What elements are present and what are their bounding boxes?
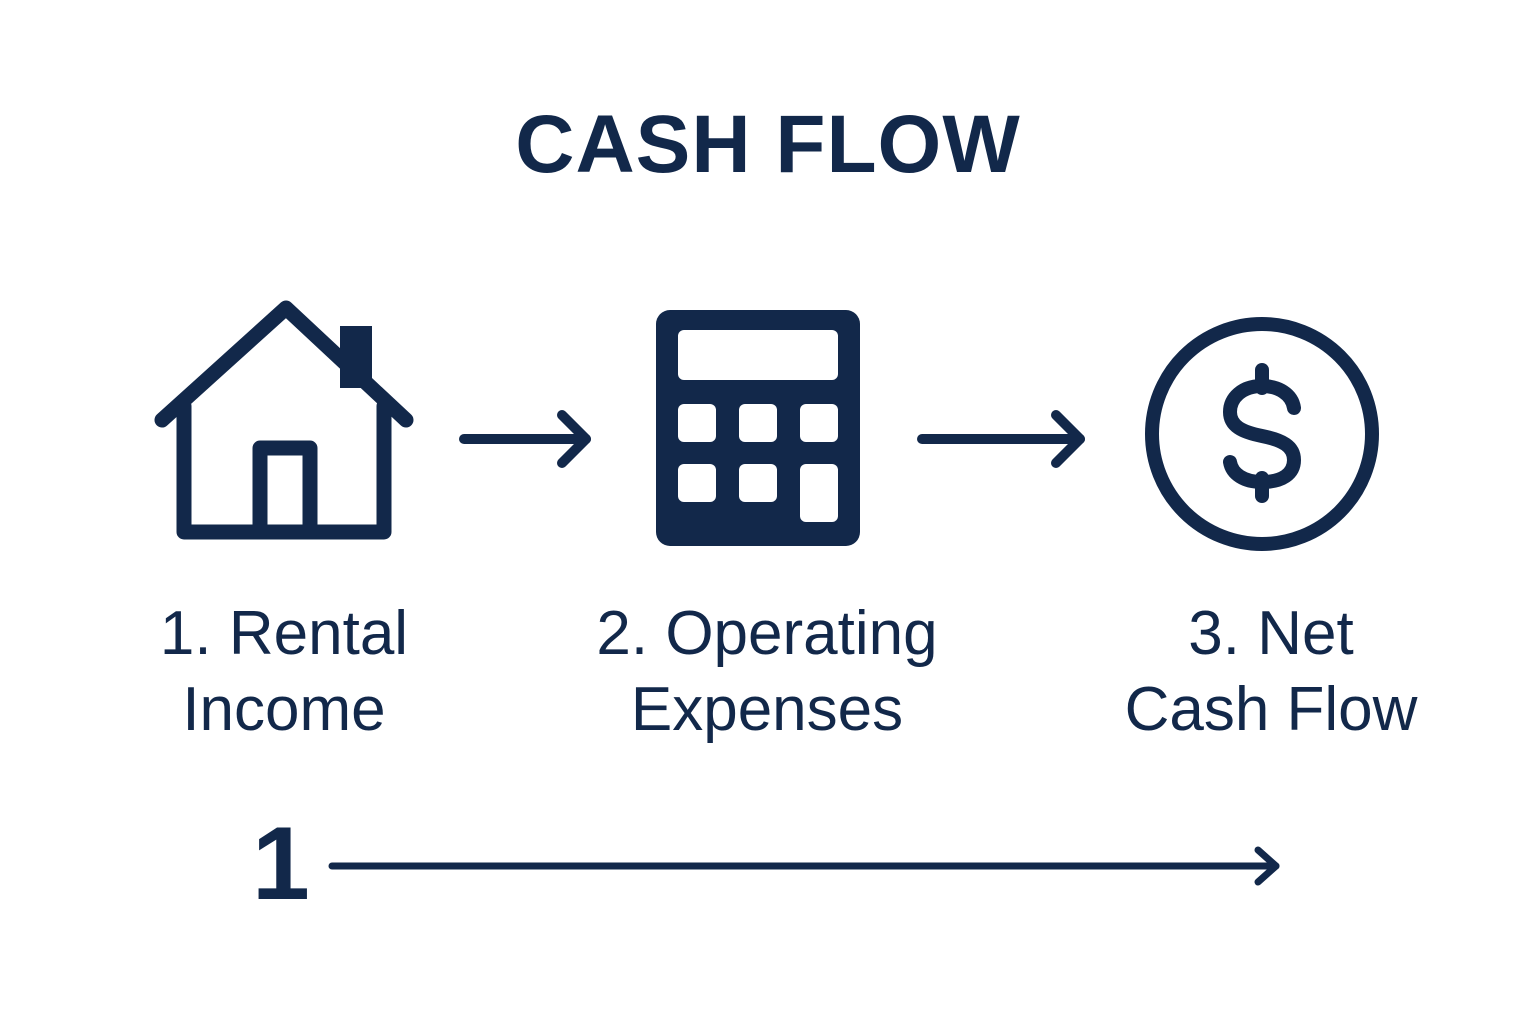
house-icon (150, 296, 420, 551)
step-label-line2: Income (182, 675, 386, 744)
step-label-line1: 1. Rental (159, 599, 409, 668)
flow-arrow-2 (916, 404, 1092, 479)
calculator-icon (656, 310, 860, 546)
dollar-coin-icon (1142, 314, 1382, 554)
flow-arrow-1 (458, 404, 598, 479)
timeline-number: 1 (252, 806, 310, 922)
diagram-title: CASH FLOW (515, 99, 1021, 190)
timeline-arrow (326, 840, 1286, 897)
step-label-line2: Cash Flow (1124, 675, 1418, 744)
step-label-line1: 2. Operating (596, 599, 938, 668)
step-label-line2: Expenses (630, 675, 904, 744)
step-label-rental-income: 1. Rental Income (134, 596, 434, 748)
step-label-net-cash-flow: 3. Net Cash Flow (1106, 596, 1436, 748)
step-label-line1: 3. Net (1188, 599, 1354, 668)
step-label-operating-expenses: 2. Operating Expenses (562, 596, 972, 748)
